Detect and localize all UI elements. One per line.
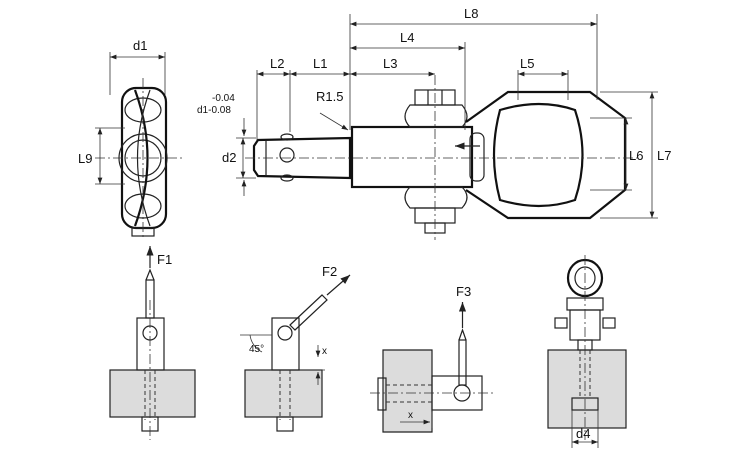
dim-l3: L3	[383, 56, 397, 71]
dim-l7: L7	[657, 148, 671, 163]
main-view	[236, 14, 658, 240]
tolerance-lower: d1-0.08	[197, 105, 231, 116]
angle-45: 45°	[249, 344, 264, 355]
tolerance-upper: -0.04	[212, 93, 235, 104]
dim-l2: L2	[270, 56, 284, 71]
installation-view	[547, 255, 627, 448]
force-f3: F3	[456, 284, 471, 299]
force-f2: F2	[322, 264, 337, 279]
dim-l8: L8	[464, 6, 478, 21]
dim-radius: R1.5	[316, 89, 343, 104]
offset-x-1: x	[322, 346, 327, 357]
dim-d4: d4	[576, 426, 590, 441]
load-case-f1	[109, 246, 196, 440]
dim-l5: L5	[520, 56, 534, 71]
dim-l1: L1	[313, 56, 327, 71]
dim-l9: L9	[78, 151, 92, 166]
load-case-f2	[240, 274, 351, 432]
dim-l6: L6	[629, 148, 643, 163]
load-case-f3	[370, 302, 495, 433]
side-view	[95, 52, 182, 240]
force-f1: F1	[157, 252, 172, 267]
dim-d2: d2	[222, 150, 236, 165]
dim-l4: L4	[400, 30, 414, 45]
offset-x-2: x	[408, 410, 413, 421]
dim-d1: d1	[133, 38, 147, 53]
